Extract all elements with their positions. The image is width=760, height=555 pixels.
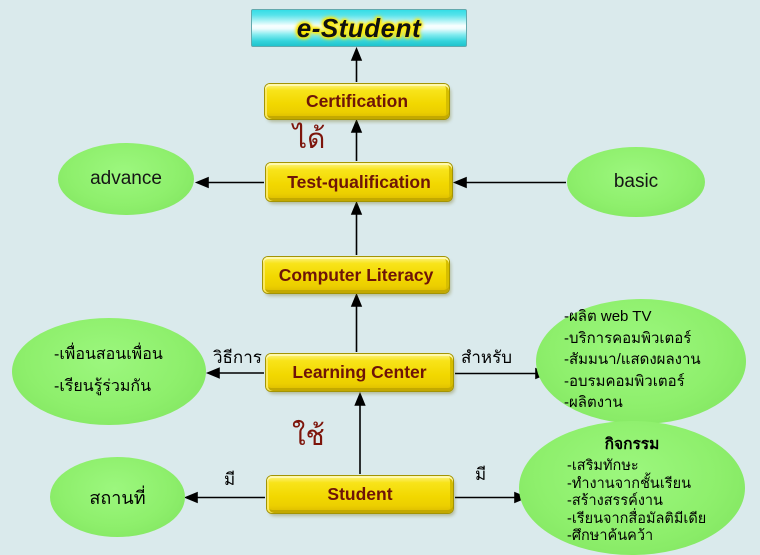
activities-item: -เรียนจากสื่อมัลติมีเดีย: [567, 510, 707, 527]
edge-label-for: สำหรับ: [461, 348, 513, 367]
services-item: -ผลิต web TV: [564, 308, 652, 325]
edge-label-have-right: มี: [475, 465, 487, 484]
activities-item: -ศึกษาค้นคว้า: [567, 528, 654, 544]
activities-item: -สร้างสรรค์งาน: [567, 493, 663, 509]
arrow-literacy-to-test: [350, 200, 363, 255]
activities-item: -เสริมทักษะ: [567, 458, 639, 474]
title-banner: e-Student: [251, 9, 467, 47]
services-item: -ผลิตงาน: [564, 394, 623, 411]
arrow-learningcenter-to-literacy: [350, 292, 363, 352]
advance-label: advance: [90, 168, 162, 189]
test-qualification-label: Test-qualification: [287, 171, 431, 192]
basic-ellipse: basic: [567, 147, 705, 217]
computer-literacy-label: Computer Literacy: [278, 264, 434, 285]
test-qualification-box: Test-qualification: [266, 163, 452, 201]
student-box: Student: [267, 476, 453, 513]
methods-item: -เรียนรู้ร่วมกัน: [54, 378, 152, 395]
place-ellipse: สถานที่: [50, 457, 185, 537]
activities-header: กิจกรรม: [604, 436, 660, 453]
services-item: -สัมมนา/แสดงผลงาน: [564, 351, 701, 368]
edge-label-method: วิธีการ: [213, 348, 262, 367]
basic-label: basic: [613, 171, 659, 192]
arrow-learningcenter-to-methods: [205, 367, 264, 379]
arrow-test-to-advance: [194, 176, 264, 189]
services-ellipse: -ผลิต web TV -บริการคอมพิวเตอร์ -สัมมนา/…: [536, 299, 746, 424]
activities-item: -ทำงานจากชั้นเรียน: [567, 475, 691, 492]
learning-center-box: Learning Center: [266, 354, 453, 391]
services-item: -บริการคอมพิวเตอร์: [564, 329, 692, 347]
edge-label-use: ใช้: [292, 420, 325, 451]
arrow-test-to-certification: [350, 118, 363, 161]
arrow-student-to-activities: [455, 491, 529, 504]
computer-literacy-box: Computer Literacy: [263, 257, 449, 293]
certification-box: Certification: [265, 84, 449, 119]
services-item: -อบรมคอมพิวเตอร์: [564, 372, 685, 390]
methods-ellipse: -เพื่อนสอนเพื่อน -เรียนรู้ร่วมกัน: [12, 318, 206, 425]
edge-label-gain: ได้: [293, 123, 326, 154]
edge-label-have-left: มี: [224, 470, 236, 489]
learning-center-label: Learning Center: [292, 362, 427, 382]
arrow-student-to-place: [183, 491, 265, 504]
arrow-certification-to-banner: [350, 46, 363, 82]
methods-item: -เพื่อนสอนเพื่อน: [54, 346, 163, 363]
certification-label: Certification: [305, 91, 409, 111]
diagram-title: e-Student: [296, 12, 422, 43]
student-label: Student: [327, 484, 393, 504]
place-label: สถานที่: [89, 487, 146, 508]
arrow-basic-to-test: [452, 176, 566, 189]
arrow-student-to-learningcenter: [354, 391, 366, 474]
advance-ellipse: advance: [58, 143, 194, 215]
activities-ellipse: กิจกรรม -เสริมทักษะ -ทำงานจากชั้นเรียน -…: [519, 421, 745, 555]
